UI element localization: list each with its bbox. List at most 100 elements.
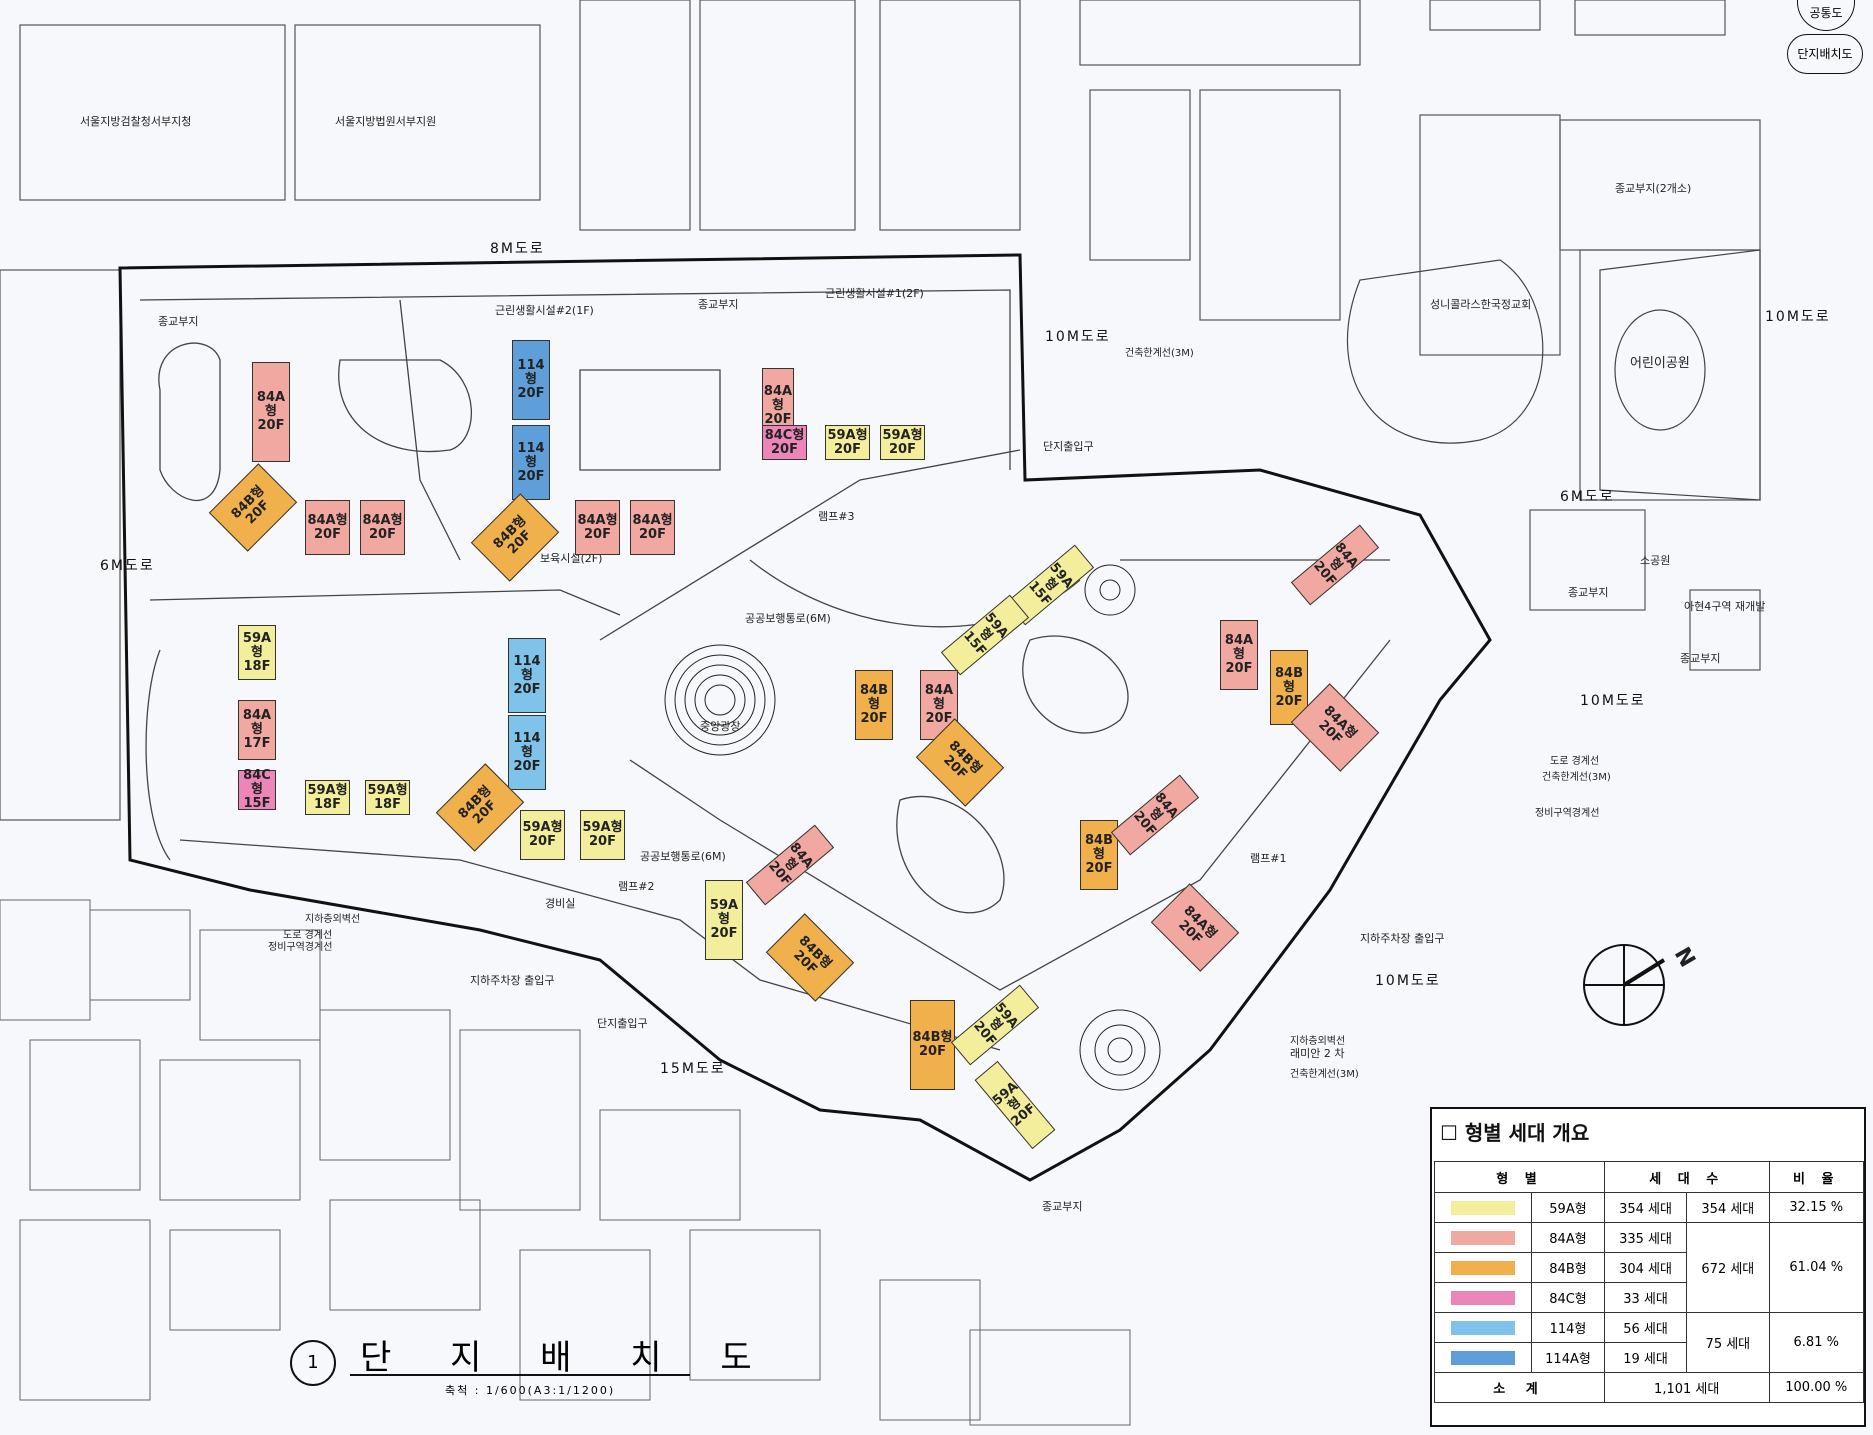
pedestrian-path-label-2: 공공보행통로(6M): [640, 850, 726, 863]
building-floors-label: 20F: [1225, 661, 1253, 676]
legend-swatch: [1433, 1192, 1533, 1223]
legend-swatch: [1433, 1252, 1533, 1283]
building-type-label: 84A형: [632, 512, 673, 528]
legend-title-row: ☐ 형별 세대 개요: [1440, 1121, 1590, 1145]
religious-site-4: 종교부지: [1680, 652, 1721, 665]
building-floors-label: 20F: [771, 441, 798, 457]
building-type-label: 59A형: [709, 898, 739, 927]
site-roads: [139, 289, 1391, 1051]
road-6m-right: 6M도로: [1560, 489, 1615, 505]
underground-entry-label-2: 지하주차장 출입구: [470, 974, 555, 987]
neighborhood-facility-2: 근린생활시설#2(1F): [495, 304, 594, 317]
religious-site-3: 종교부지: [1568, 586, 1609, 599]
nursery-label: 보육시설(2F): [540, 552, 603, 565]
ramp-2-label: 램프#2: [618, 880, 655, 893]
building-floors-label: 20F: [860, 711, 888, 726]
building-floors-label: 20F: [513, 758, 541, 774]
legend-units: 56 세대: [1603, 1312, 1688, 1343]
religious-site-2: 종교부지: [698, 298, 739, 311]
building-floors-label: 20F: [889, 441, 916, 457]
raemian-label: 래미안 2 차: [1290, 1047, 1345, 1060]
road-boundary-left: 도로 경계선: [283, 930, 333, 941]
building-type-label: 114형: [517, 358, 545, 387]
legend-ratio: 61.04 %: [1768, 1222, 1865, 1313]
setback-line-right: 건축한계선(3M): [1542, 772, 1611, 783]
legend-header-ratio: 비 율: [1768, 1161, 1865, 1193]
building-floors-label: 20F: [314, 526, 341, 542]
building-type-label: 114형: [513, 653, 541, 683]
underground-wall-label: 지하층외벽선: [1290, 1036, 1346, 1047]
building-floors-label: 20F: [710, 926, 738, 941]
legend-total-units: 1,101 세대: [1603, 1372, 1770, 1403]
building-floors-label: 20F: [1275, 693, 1303, 709]
building-type-label: 84A형: [242, 708, 272, 737]
district-boundary-label: 정비구역경계선: [1535, 808, 1600, 819]
sheet-code: 공통도 단지배치도: [1785, 0, 1865, 78]
legend-type: 84B형: [1531, 1252, 1605, 1283]
building-type-label: 84A형: [307, 512, 348, 528]
pedestrian-path-label: 공공보행통로(6M): [745, 612, 831, 625]
site-boundary: [118, 253, 1492, 1182]
building-floors-label: 20F: [1085, 861, 1113, 876]
park-outline: [1346, 249, 1761, 501]
legend-ratio: 6.81 %: [1768, 1312, 1865, 1373]
entrance-label: 단지출입구: [1043, 440, 1094, 453]
building-type-label: 59A형: [827, 427, 868, 443]
legend-title: 형별 세대 개요: [1464, 1121, 1590, 1145]
title-underline: [350, 1374, 690, 1376]
religious-site-two: 종교부지(2개소): [1615, 182, 1692, 195]
underground-entry-label: 지하주차장 출입구: [1360, 932, 1445, 945]
road-10m-right: 10M도로: [1765, 309, 1831, 325]
building-type-label: 114형: [517, 440, 545, 470]
building-type-label: 84B형: [912, 1030, 953, 1045]
building-type-label: 84C형: [243, 768, 271, 797]
court-label: 서울지방법원서부지원: [335, 115, 437, 128]
legend-total-label: 소 계: [1434, 1372, 1605, 1403]
building-type-label: 59A형: [882, 427, 923, 443]
legend-group-units: 354 세대: [1686, 1192, 1770, 1223]
redevelopment-label: 아현4구역 재개발: [1684, 600, 1766, 613]
building-floors-label: 15F: [243, 796, 271, 811]
road-boundary-label: 도로 경계선: [1550, 756, 1600, 767]
legend-swatch: [1433, 1312, 1533, 1343]
church-label: 성니콜라스한국정교회: [1430, 298, 1532, 311]
building-type-label: 59A형: [242, 630, 272, 660]
drawing-title: 단 지 배 치 도: [360, 1338, 776, 1378]
ramp-1-label: 램프#1: [1250, 852, 1287, 865]
building-floors-label: 20F: [584, 526, 611, 542]
building-type-label: 84A형: [1224, 633, 1254, 662]
legend-row: 114형 56 세대 75 세대 6.81 %: [1433, 1312, 1865, 1373]
surrounding-blocks: [0, 0, 1761, 821]
building-type-label: 84A형: [362, 512, 403, 528]
religious-site-5: 종교부지: [1042, 1200, 1083, 1213]
setback-line-top: 건축한계선(3M): [1125, 348, 1194, 359]
building-type-label: 84B형: [860, 683, 888, 712]
road-10m-mid: 10M도로: [1045, 329, 1111, 345]
building-type-label: 84A형: [763, 383, 793, 413]
legend-units: 354 세대: [1603, 1192, 1688, 1223]
building-floors-label: 20F: [639, 526, 666, 542]
building-floors-label: 20F: [589, 834, 616, 849]
building-floors-label: 20F: [369, 526, 396, 542]
legend-type: 59A형: [1531, 1192, 1605, 1223]
district-boundary-left: 정비구역경계선: [268, 942, 333, 953]
north-arrow: [1583, 944, 1666, 1026]
legend-ratio: 32.15 %: [1768, 1192, 1865, 1223]
road-10m-east: 10M도로: [1580, 693, 1646, 709]
building-floors-label: 20F: [529, 834, 556, 849]
religious-site-1: 종교부지: [158, 315, 199, 328]
legend-group-units: 75 세대: [1686, 1312, 1770, 1373]
legend-group-units: 672 세대: [1686, 1222, 1770, 1313]
building-type-label: 84B형: [1275, 665, 1303, 695]
legend-header-units: 세 대 수: [1603, 1161, 1770, 1193]
